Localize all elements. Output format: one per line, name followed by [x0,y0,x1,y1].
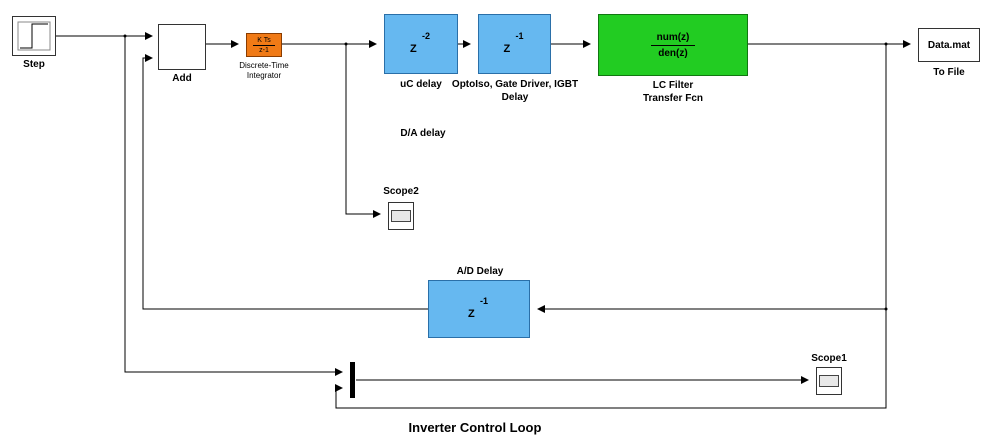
add-block[interactable] [158,24,206,70]
to-file-filename: Data.mat [927,39,971,51]
wire-to-scope2 [345,44,381,218]
da-delay-label: D/A delay [400,128,446,139]
scope1-block[interactable] [816,367,842,395]
uc-delay-z: Z [410,43,417,55]
ad-delay-block[interactable]: -1 Z [428,280,530,338]
branch-point [884,307,888,311]
integrator-label-line1: Discrete-Time [239,61,289,70]
wire-ad-to-add [142,54,428,310]
ad-delay-exponent: -1 [480,296,489,306]
lc-filter-label-line2: Transfer Fcn [642,93,704,104]
to-file-block[interactable]: Data.mat [918,28,980,62]
integrator-numerator: K Ts [257,36,271,44]
branch-point [344,42,348,46]
wire-step-to-mux [124,36,343,376]
uc-delay-exponent: -2 [422,31,431,41]
branch-point [884,42,888,46]
ad-delay-z: Z [468,308,475,320]
lc-filter-numerator: num(z) [656,31,690,43]
wire-feedback-branch [335,44,887,409]
step-label: Step [23,59,45,70]
uc-delay-label: uC delay [400,79,442,90]
scope-screen-icon [391,210,411,222]
branch-point [123,34,127,38]
lc-filter-block[interactable]: num(z) den(z) [598,14,748,76]
scope2-label: Scope2 [383,186,419,197]
scope1-label: Scope1 [811,353,847,364]
add-label: Add [172,73,192,84]
lc-filter-denominator: den(z) [658,47,688,59]
ad-delay-label: A/D Delay [456,266,504,277]
integrator-block[interactable]: K Ts z-1 [246,33,282,57]
gate-delay-z: Z [503,43,511,55]
gate-delay-exponent: -1 [515,31,524,41]
diagram-title: Inverter Control Loop [408,420,542,435]
gate-delay-label-line2: Delay [501,92,529,103]
gate-delay-label-line1: OptoIso, Gate Driver, IGBT [451,79,579,90]
to-file-label: To File [933,67,965,78]
lc-filter-label-line1: LC Filter [652,80,694,91]
step-icon [17,21,51,51]
integrator-denominator: z-1 [259,46,269,54]
step-block[interactable] [12,16,56,56]
uc-delay-block[interactable]: -2 Z [384,14,458,74]
gate-driver-delay-block[interactable]: -1 Z [478,14,551,74]
scope2-block[interactable] [388,202,414,230]
mux-block [350,362,355,398]
scope-screen-icon [819,375,839,387]
integrator-label-line2: Integrator [246,71,282,80]
